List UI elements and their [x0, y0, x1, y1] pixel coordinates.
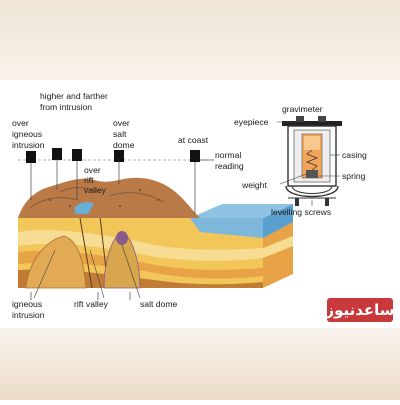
- label-over-igneous-line1: over: [12, 118, 29, 128]
- sea-surface: [190, 204, 293, 218]
- label-igneous-bottom-line1: igneous: [12, 299, 42, 309]
- bottom-leader-lines: [30, 244, 141, 300]
- label-over-igneous-line3: intrusion: [12, 140, 45, 150]
- label-spring: spring: [342, 171, 366, 181]
- label-at-coast: at coast: [178, 135, 209, 145]
- watermark-badge: ساعدنیوز: [324, 298, 395, 322]
- label-over-igneous-line2: igneous: [12, 129, 42, 139]
- label-over-salt-line2: salt: [113, 129, 127, 139]
- label-igneous-bottom-line2: intrusion: [12, 310, 45, 320]
- gravimeter-higher-farther: [52, 148, 62, 160]
- label-levelling-screws: levelling screws: [271, 207, 331, 217]
- gravimeter-at-coast: [190, 150, 200, 162]
- sea-front: [190, 218, 263, 238]
- label-normal-line2: reading: [215, 161, 244, 171]
- label-over-rift-line3: valley: [84, 185, 107, 195]
- top-blur-band: [0, 0, 400, 80]
- watermark-text: ساعدنیوز: [324, 302, 394, 319]
- salt-dome-core: [116, 231, 128, 245]
- label-higher-farther-line1: higher and farther: [40, 91, 108, 101]
- label-over-salt-line1: over: [113, 118, 130, 128]
- label-casing: casing: [342, 150, 367, 160]
- label-over-salt-line3: dome: [113, 140, 135, 150]
- gravimeter-over-rift: [72, 149, 82, 161]
- earth-block-side: [263, 204, 293, 288]
- label-rift-valley-bottom: rift valley: [74, 299, 109, 309]
- label-weight: weight: [241, 180, 267, 190]
- label-gravimeter: gravimeter: [282, 104, 323, 114]
- label-over-rift-line1: over: [84, 165, 101, 175]
- land-surface: [18, 177, 200, 218]
- gravimeter-markers: [18, 148, 214, 214]
- bottom-blur-band: [0, 328, 400, 400]
- gravimeter-over-salt: [114, 150, 124, 162]
- label-over-rift-line2: rift: [84, 175, 94, 185]
- gravimeter-instrument: [277, 116, 342, 206]
- label-eyepiece: eyepiece: [234, 117, 269, 127]
- gravimeter-over-igneous: [26, 151, 36, 163]
- label-higher-farther-line2: from intrusion: [40, 102, 92, 112]
- label-salt-dome-bottom: salt dome: [140, 299, 177, 309]
- label-normal-line1: normal: [215, 150, 241, 160]
